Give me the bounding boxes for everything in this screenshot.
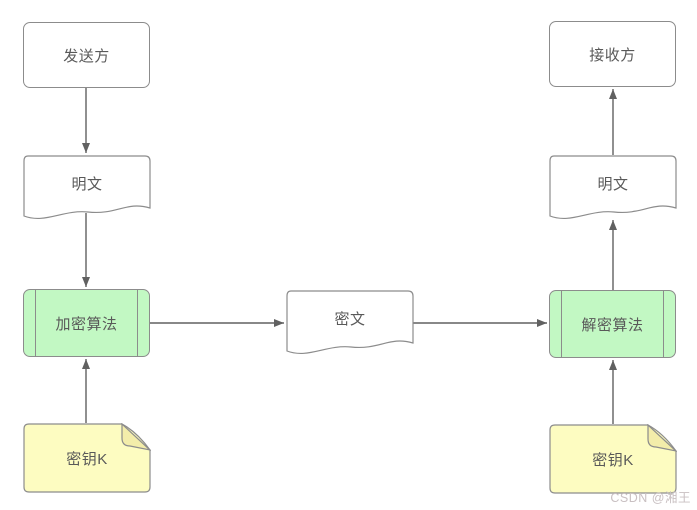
note-fold-icon bbox=[121, 423, 151, 451]
node-encrypt-label: 加密算法 bbox=[55, 315, 118, 333]
node-receiver-label: 接收方 bbox=[589, 46, 636, 64]
node-decrypt-label: 解密算法 bbox=[581, 316, 644, 334]
process-bar-right bbox=[663, 291, 664, 357]
note-shape bbox=[549, 424, 677, 494]
note-fold-icon bbox=[647, 424, 677, 452]
node-ciphertext[interactable]: 密文 bbox=[286, 290, 414, 358]
process-bar-left bbox=[35, 290, 36, 356]
node-key-right[interactable]: 密钥K bbox=[549, 424, 677, 494]
process-bar-left bbox=[561, 291, 562, 357]
node-plaintext-right[interactable]: 明文 bbox=[549, 155, 677, 223]
node-decrypt[interactable]: 解密算法 bbox=[549, 290, 676, 358]
watermark: CSDN @湘王 bbox=[610, 491, 691, 505]
document-shape bbox=[286, 290, 414, 355]
note-shape bbox=[23, 423, 151, 493]
node-sender-label: 发送方 bbox=[63, 47, 110, 65]
process-bar-right bbox=[137, 290, 138, 356]
node-sender[interactable]: 发送方 bbox=[23, 22, 150, 88]
node-receiver[interactable]: 接收方 bbox=[549, 21, 676, 87]
document-shape bbox=[549, 155, 677, 220]
node-encrypt[interactable]: 加密算法 bbox=[23, 289, 150, 357]
node-plaintext-left[interactable]: 明文 bbox=[23, 155, 151, 223]
node-key-left[interactable]: 密钥K bbox=[23, 423, 151, 493]
document-shape bbox=[23, 155, 151, 220]
